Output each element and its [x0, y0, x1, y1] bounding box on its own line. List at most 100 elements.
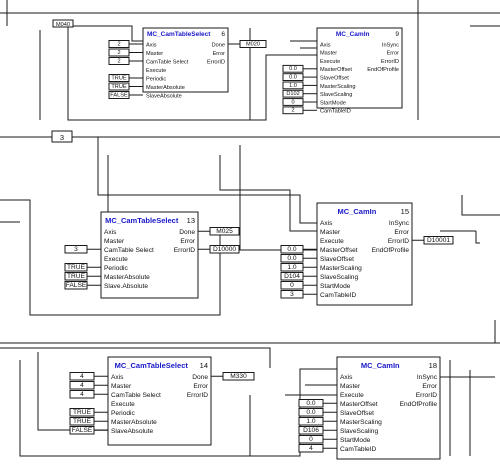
- input-value-box: [282, 81, 304, 90]
- input-value-box-text: 4: [80, 373, 84, 380]
- input-value-box-text: TRUE: [111, 84, 126, 90]
- block-number: 9: [395, 31, 399, 38]
- output-pin-label: InSync: [417, 374, 438, 381]
- input-value-box-text: 4: [80, 391, 84, 398]
- input-value-box: [282, 98, 304, 106]
- output-pin-label: EndOfProfile: [367, 67, 399, 73]
- input-value-box-text: 2: [117, 42, 120, 48]
- input-pin-label: Axis: [320, 42, 331, 48]
- block-title: MC_CamIn: [338, 207, 377, 216]
- input-value-box: [64, 263, 88, 272]
- input-pin-label: Axis: [104, 229, 117, 236]
- input-pin-label: Execute: [340, 392, 364, 399]
- output-pin-label: Error: [422, 383, 437, 390]
- input-value-box: [280, 272, 304, 281]
- input-pin-label: SlaveScaling: [320, 274, 358, 281]
- output-pin-label: EndOfProfile: [400, 401, 438, 408]
- input-value-box: [69, 381, 95, 390]
- input-pin-label: CamTableID: [340, 446, 377, 453]
- input-value-box-text: FALSE: [110, 93, 128, 99]
- block-cam3[interactable]: [336, 356, 441, 460]
- input-value-box: [282, 64, 304, 73]
- input-pin-label: MasterScaling: [320, 84, 355, 90]
- input-pin-label: Execute: [104, 256, 128, 263]
- input-pin-label: CamTable Select: [146, 60, 189, 66]
- wire-insync-2b: [475, 231, 480, 244]
- input-value-box: [69, 408, 95, 417]
- input-value-box: [108, 82, 130, 91]
- wire-cam2-axis: [97, 137, 330, 224]
- block-cts1[interactable]: [142, 27, 229, 93]
- input-pin-label: Master: [111, 383, 132, 390]
- output-value-box-text: M330: [230, 373, 247, 380]
- output-pin-label: Error: [387, 51, 400, 57]
- input-value-box: [298, 444, 324, 453]
- block-cts2[interactable]: [100, 211, 199, 299]
- input-value-box: [108, 57, 130, 65]
- output-value-box: [209, 227, 240, 236]
- input-value-box-text: TRUE: [111, 76, 126, 82]
- input-value-box-text: 1.0: [306, 418, 315, 425]
- input-value-box-text: 0.0: [306, 409, 315, 416]
- input-value-box: [280, 290, 304, 299]
- input-pin-label: StartMode: [340, 437, 371, 444]
- input-value-box-text: D102: [286, 91, 299, 97]
- output-pin-label: ErrorID: [388, 238, 409, 245]
- input-value-box-text: FALSE: [72, 427, 93, 434]
- output-value-box-text: D10000: [213, 246, 236, 253]
- block-cts3[interactable]: [107, 356, 212, 446]
- output-pin-label: Error: [193, 383, 208, 390]
- input-value-box-text: TRUE: [73, 409, 92, 416]
- output-pin-label: Done: [179, 229, 195, 236]
- input-value-box-text: 0: [291, 99, 294, 105]
- input-value-box-text: 2: [117, 50, 120, 56]
- input-value-box-text: D106: [303, 427, 319, 434]
- input-value-box-text: FALSE: [66, 282, 87, 289]
- block-cam1[interactable]: [316, 27, 403, 109]
- input-pin-label: CamTable Select: [104, 247, 154, 254]
- input-value-box: [108, 40, 130, 48]
- input-pin-label: SlaveOffset: [340, 410, 374, 417]
- block-cam2[interactable]: [316, 202, 413, 306]
- input-value-box: [280, 245, 304, 254]
- label-m040: M040: [56, 22, 70, 28]
- input-pin-label: MasterAbsolute: [111, 419, 157, 426]
- input-pin-label: Axis: [146, 43, 157, 49]
- output-value-box: [222, 372, 255, 381]
- output-value-box-text: D10001: [427, 237, 450, 244]
- wire-rail-3: [0, 347, 271, 368]
- input-value-box-text: 0.0: [289, 66, 297, 72]
- input-value-box: [69, 372, 95, 381]
- output-pin-label: ErrorID: [187, 392, 208, 399]
- output-value-box: [239, 40, 267, 48]
- input-pin-label: CamTableID: [320, 109, 351, 115]
- input-pin-label: CamTableID: [320, 292, 357, 299]
- input-value-box-text: 2: [291, 108, 294, 114]
- wire-cam1-execute: [67, 26, 330, 121]
- wire-cam3-axis: [19, 360, 352, 457]
- input-pin-label: CamTable Select: [111, 392, 161, 399]
- input-value-box-text: 0.0: [287, 255, 296, 262]
- input-pin-label: StartMode: [320, 283, 351, 290]
- input-pin-label: Master: [146, 51, 163, 57]
- input-value-box-text: D104: [284, 273, 300, 280]
- input-value-box: [298, 435, 324, 444]
- input-value-box: [108, 91, 130, 99]
- output-value-box-text: M020: [246, 42, 260, 48]
- input-value-box-text: 1.0: [289, 83, 297, 89]
- input-pin-label: Periodic: [111, 410, 136, 417]
- label-3: 3: [60, 133, 64, 142]
- output-pin-label: EndOfProfile: [372, 247, 410, 254]
- input-pin-label: MasterOffset: [320, 67, 352, 73]
- input-pin-label: Master: [320, 229, 341, 236]
- input-value-box: [298, 417, 324, 426]
- input-pin-label: MasterScaling: [340, 419, 382, 426]
- input-pin-label: Periodic: [104, 265, 129, 272]
- input-pin-label: MasterOffset: [320, 247, 358, 254]
- input-value-box: [280, 263, 304, 272]
- input-value-box: [282, 73, 304, 81]
- input-value-box: [69, 426, 95, 435]
- input-value-box-text: 0.0: [306, 400, 315, 407]
- input-pin-label: SlaveAbsolute: [111, 428, 153, 435]
- input-value-box-text: TRUE: [67, 273, 86, 280]
